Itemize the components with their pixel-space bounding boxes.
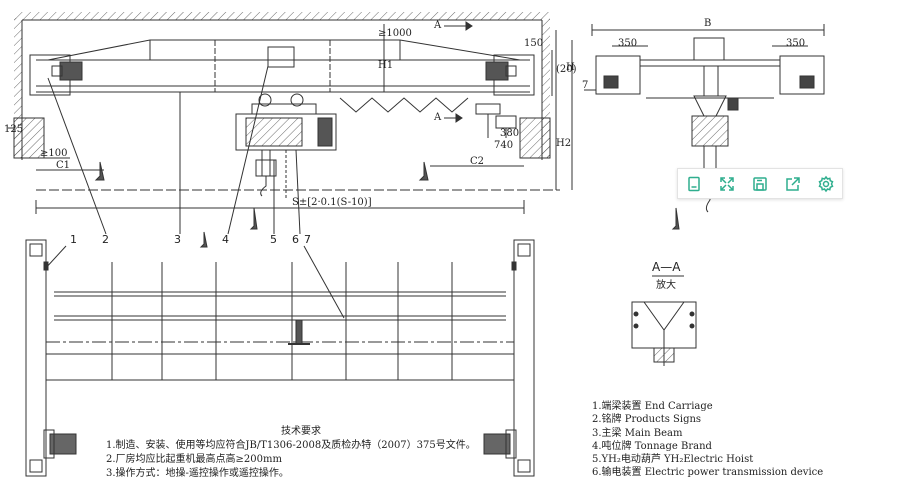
d1000-dimension: ≥1000 <box>378 28 412 39</box>
section-view-a-a <box>631 275 697 366</box>
c2-dimension: C2 <box>470 156 485 167</box>
save-icon <box>753 176 767 191</box>
fullscreen-button[interactable] <box>715 172 739 196</box>
legend-item: 6.输电装置 Electric power transmission devic… <box>592 467 824 479</box>
parts-legend: 1.端梁装置 End Carriage 2.铭牌 Products Signs … <box>592 400 823 480</box>
part-callout-2: 2 <box>102 233 109 246</box>
legend-item: 2.铭牌 Products Signs <box>592 414 702 426</box>
notes-line-1: 1.制造、安装、使用等均应符合JB/T1306-2008及质检办特（2007）3… <box>106 440 476 451</box>
settings-icon <box>818 175 834 192</box>
image-toolbar <box>677 168 843 199</box>
d20-dimension: (20) <box>556 64 577 75</box>
side-7-dimension: 7 <box>582 80 589 91</box>
d150-dimension: 150 <box>524 38 544 49</box>
elevation-view <box>8 12 573 319</box>
c1-dimension: C1 <box>56 160 71 171</box>
part-callout-7: 7 <box>304 233 311 246</box>
legend-item: 4.吨位牌 Tonnage Brand <box>592 440 712 452</box>
legend-item: 3.主梁 Main Beam <box>592 427 683 439</box>
d740-dimension: 740 <box>494 140 514 151</box>
h-dimension: H <box>566 62 575 73</box>
span-dimension: S±[2·0.1(S-10)] <box>292 197 372 208</box>
save-button[interactable] <box>748 172 772 196</box>
section-subtitle: 放大 <box>656 280 676 291</box>
notes-title: 技术要求 <box>281 426 321 437</box>
fit-page-button[interactable] <box>682 172 706 196</box>
part-callout-3: 3 <box>174 233 181 246</box>
d380-dimension: 380 <box>500 128 520 139</box>
part-callout-4: 4 <box>222 233 229 246</box>
side-view <box>584 24 825 230</box>
d125-dimension: 125 <box>4 124 24 135</box>
section-marker-bottom: A <box>434 112 442 123</box>
d100-dimension: ≥100 <box>40 148 68 159</box>
side-350-left: 350 <box>618 38 638 49</box>
settings-button[interactable] <box>814 172 838 196</box>
legend-item: 5.YH₂电动葫芦 YH₂Electric Hoist <box>592 454 754 466</box>
share-icon <box>786 176 800 191</box>
side-350-right: 350 <box>786 38 806 49</box>
h1-dimension: H1 <box>378 60 394 71</box>
fullscreen-icon <box>720 176 734 191</box>
section-title: A—A <box>652 260 681 274</box>
legend-item: 1.端梁装置 End Carriage <box>592 401 713 412</box>
part-callout-1: 1 <box>70 233 77 246</box>
side-b-dimension: B <box>704 18 712 29</box>
plan-view <box>25 239 535 477</box>
notes-line-2: 2.厂房均应比起重机最高点高≥200mm <box>106 454 282 465</box>
fit-page-icon <box>688 176 701 191</box>
notes-line-3: 3.操作方式：地操-遥控操作或遥控操作。 <box>106 468 289 479</box>
share-button[interactable] <box>781 172 805 196</box>
h2-dimension: H2 <box>556 138 572 149</box>
technical-notes: 技术要求 1.制造、安装、使用等均应符合JB/T1306-2008及质检办特（2… <box>106 425 476 481</box>
section-marker-top: A <box>434 20 442 31</box>
part-callout-6: 6 <box>292 233 299 246</box>
part-callout-5: 5 <box>270 233 277 246</box>
